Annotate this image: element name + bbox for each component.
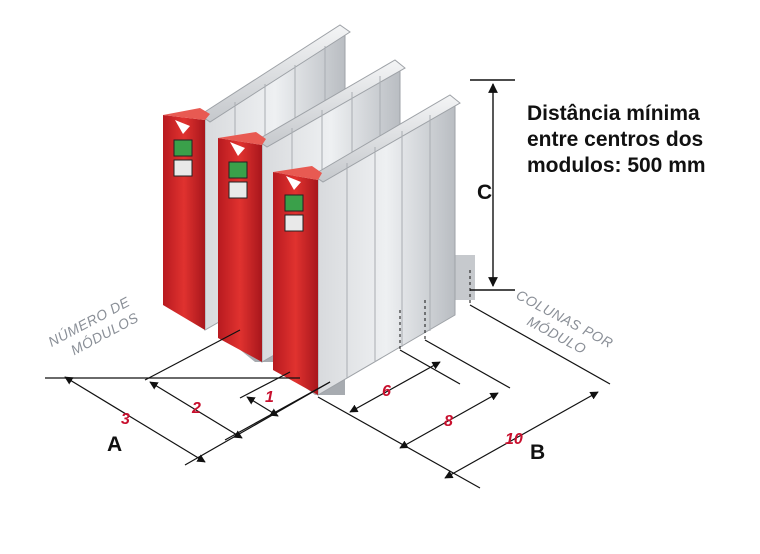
- module-count-2: 2: [191, 400, 201, 417]
- dimension-c-label: C: [477, 181, 492, 204]
- module-count-3: 3: [121, 411, 130, 428]
- dimension-b-label: B: [530, 441, 545, 464]
- column-count-6: 6: [382, 383, 391, 400]
- note-line-3: modulos: 500 mm: [527, 154, 706, 177]
- column-dimension-lines: [317, 270, 611, 489]
- note-line-2: entre centros dos: [527, 128, 704, 151]
- column-count-10: 10: [505, 431, 523, 448]
- dimension-a-label: A: [107, 433, 122, 456]
- dimension-c: [470, 79, 515, 291]
- column-count-8: 8: [444, 413, 453, 430]
- dryer-module-front: [273, 94, 475, 396]
- modules-axis-label: NÚMERO DE MÓDULOS: [45, 293, 141, 358]
- minimum-distance-note: Distância mínima entre centros dos modul…: [527, 101, 752, 179]
- note-line-1: Distância mínima: [527, 102, 700, 125]
- columns-axis-label: COLUNAS POR MÓDULO: [514, 287, 616, 358]
- module-count-1: 1: [265, 389, 274, 406]
- module-dimension-lines: [45, 329, 331, 466]
